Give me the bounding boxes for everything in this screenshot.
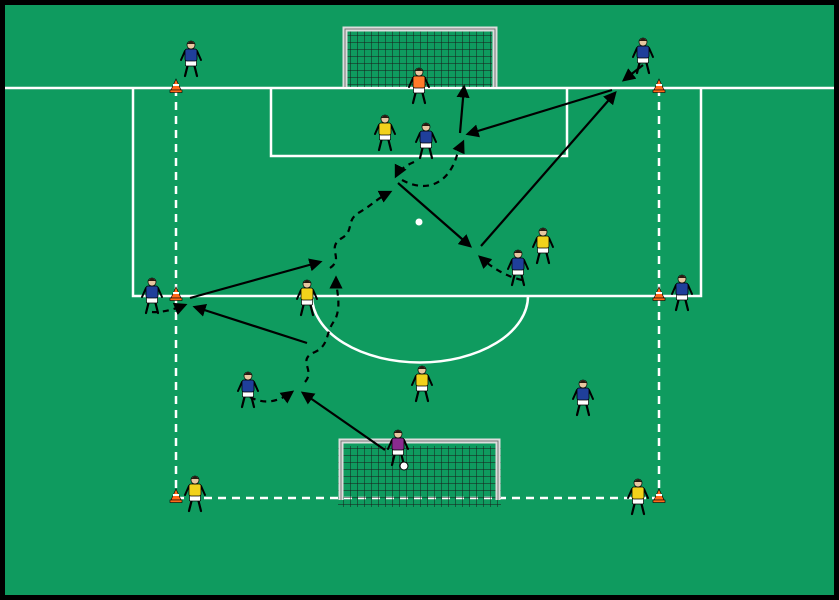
player-icon	[507, 249, 529, 287]
pass-arrow	[465, 88, 613, 138]
players	[141, 37, 693, 516]
pass-arrow	[300, 391, 386, 451]
cone-icon	[169, 286, 183, 301]
pass-arrow	[189, 258, 323, 300]
player-icon	[141, 277, 163, 315]
player-icon	[632, 37, 654, 75]
run-arrow	[394, 160, 415, 179]
player-icon	[411, 365, 433, 403]
shot-arrow	[456, 84, 470, 134]
player-icon	[671, 274, 693, 312]
bottom-goal	[338, 438, 501, 507]
pass-arrows	[189, 64, 644, 451]
pass-arrow	[397, 182, 472, 248]
player-icon	[532, 227, 554, 265]
player-icon	[387, 429, 409, 467]
bottom-goal-net	[338, 446, 501, 507]
cone-icon	[169, 78, 183, 93]
pass-arrow	[480, 91, 617, 247]
goal-area	[269, 88, 569, 158]
cone-icon	[169, 488, 183, 503]
cone-icon	[652, 78, 666, 93]
player-icon	[237, 371, 259, 409]
penalty-spot	[415, 218, 423, 226]
run-arrow	[151, 302, 188, 316]
penalty-arc	[310, 295, 530, 364]
player-icon	[180, 40, 202, 78]
run-arrows	[151, 139, 523, 404]
cone-icon	[652, 286, 666, 301]
pass-arrow	[621, 64, 644, 82]
run-arrow	[478, 255, 523, 282]
player-icon	[627, 478, 649, 516]
ball-icon	[399, 461, 409, 471]
cones	[169, 78, 666, 503]
cone-icon	[652, 488, 666, 503]
run-arrow	[249, 390, 295, 404]
player-icon	[415, 122, 437, 160]
pass-arrow	[192, 303, 308, 345]
player-icon	[296, 279, 318, 317]
penalty-area	[131, 88, 703, 298]
player-icon	[374, 114, 396, 152]
player-icon	[184, 475, 206, 513]
player-icon	[572, 379, 594, 417]
player-icon	[408, 67, 430, 105]
run-arrow	[401, 139, 465, 188]
